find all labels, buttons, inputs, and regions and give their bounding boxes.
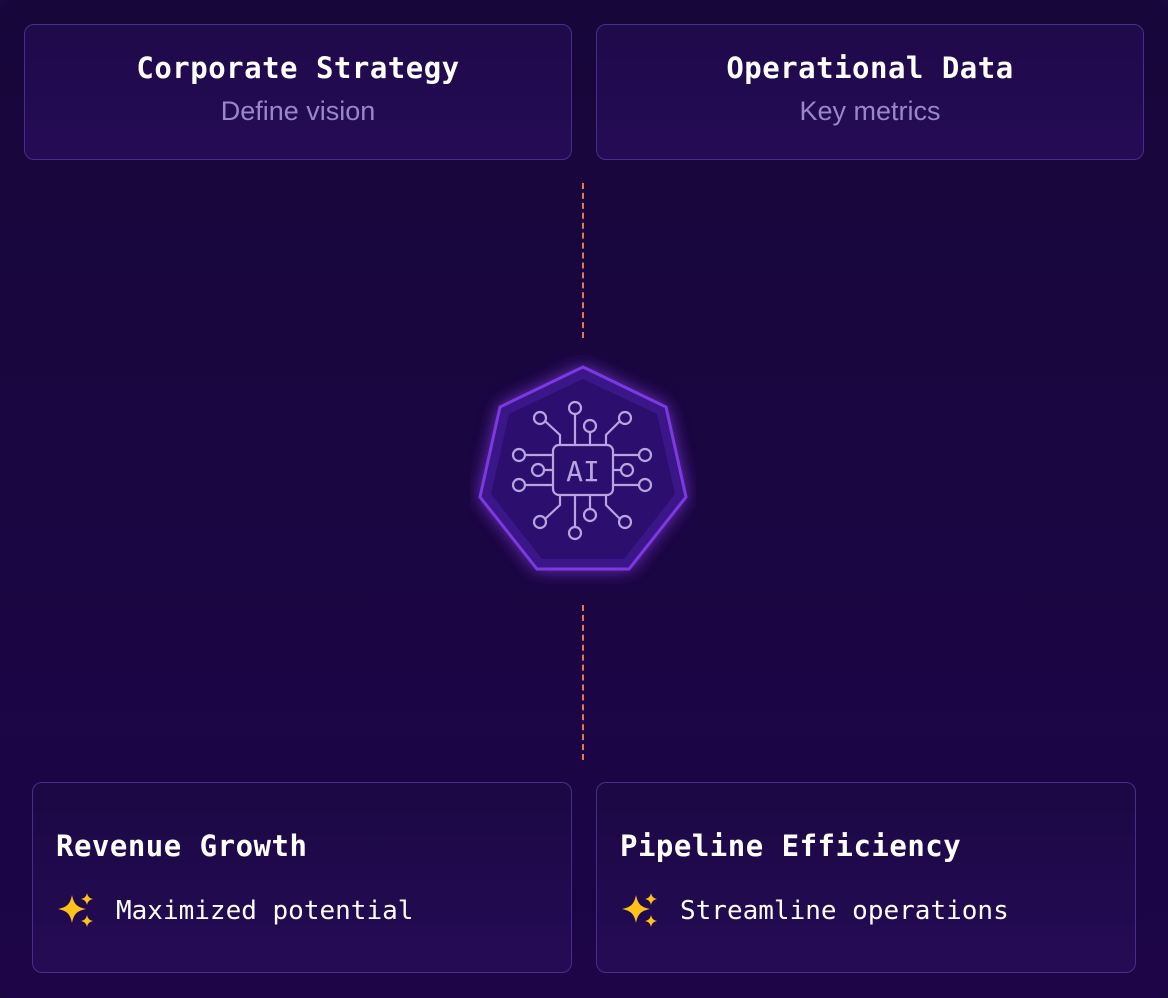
card-text: Maximized potential <box>116 896 414 926</box>
card-title: Corporate Strategy <box>136 51 460 85</box>
sparkles-icon <box>58 893 93 927</box>
card-title: Revenue Growth <box>56 829 308 863</box>
card-title: Operational Data <box>726 51 1014 85</box>
card-subtitle: Define vision <box>220 96 376 126</box>
card-detail: Streamline operations <box>620 891 1009 931</box>
ai-chip-icon <box>511 400 653 541</box>
card-revenue-growth: Revenue Growth Maximized potential <box>32 782 572 973</box>
connector-bottom <box>582 605 584 760</box>
card-text: Streamline operations <box>680 896 1009 926</box>
ai-label: AI <box>566 455 600 488</box>
card-title: Pipeline Efficiency <box>620 829 962 863</box>
sparkles-icon <box>622 893 657 927</box>
card-subtitle: Key metrics <box>799 96 941 126</box>
card-corporate-strategy: Corporate Strategy Define vision <box>24 24 572 160</box>
connector-top <box>582 183 584 338</box>
card-operational-data: Operational Data Key metrics <box>596 24 1144 160</box>
card-detail: Maximized potential <box>56 891 413 931</box>
card-pipeline-efficiency: Pipeline Efficiency Streamline operation… <box>596 782 1136 973</box>
ai-hub: AI <box>478 365 688 571</box>
